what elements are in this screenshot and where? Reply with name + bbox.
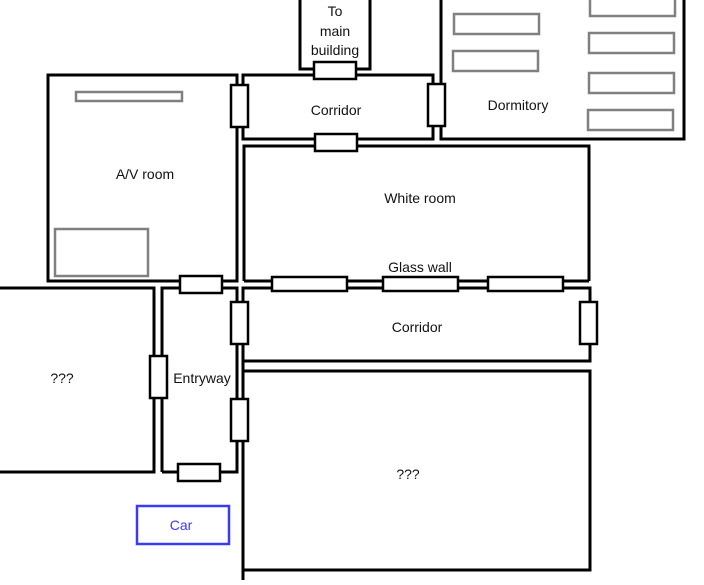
door-corridor-east[interactable]	[578, 300, 599, 346]
to-main-building-label-line2: main	[320, 23, 350, 39]
white-room-walls	[242, 144, 591, 281]
white-room-label: White room	[384, 190, 456, 206]
dormitory-bed-4	[587, 31, 676, 55]
room-to-main-building[interactable]: To main building	[298, 0, 372, 71]
room-unknown-bottom[interactable]: ???	[241, 369, 592, 572]
dormitory-bed-2	[451, 49, 540, 73]
glass-wall-pane-1	[270, 275, 349, 293]
door-av-entryway[interactable]	[178, 274, 224, 295]
corridor-middle-label: Corridor	[392, 319, 443, 335]
room-unknown-left[interactable]: ???	[0, 286, 156, 474]
glass-wall-pane-2	[381, 275, 460, 293]
room-dormitory[interactable]: Dormitory	[439, 0, 686, 141]
dormitory-bed-1	[452, 12, 541, 36]
car[interactable]: Car	[135, 504, 231, 546]
entryway-label: Entryway	[173, 370, 231, 386]
dormitory-bed-5	[587, 71, 676, 95]
door-white-room[interactable]	[313, 132, 359, 153]
unknown-bottom-label: ???	[396, 466, 420, 482]
av-room-label: A/V room	[116, 166, 174, 182]
glass-wall-pane-3	[486, 275, 565, 293]
door-main-building[interactable]	[312, 60, 358, 81]
room-av[interactable]: A/V room	[46, 73, 239, 283]
car-box	[135, 504, 231, 546]
door-dormitory[interactable]	[426, 82, 447, 128]
dormitory-bed-6	[586, 108, 675, 132]
door-entryway-exterior[interactable]	[176, 462, 222, 483]
room-corridor-middle[interactable]: Corridor	[241, 286, 592, 363]
unknown-bottom-walls	[241, 369, 592, 572]
doors	[148, 60, 599, 483]
unknown-left-walls	[0, 286, 156, 474]
door-entryway-unknown-left[interactable]	[148, 354, 169, 400]
unknown-left-label: ???	[50, 370, 74, 386]
glass-wall-label: Glass wall	[388, 259, 452, 275]
room-corridor-top[interactable]: Corridor	[241, 73, 435, 141]
to-main-building-label-line3: building	[311, 42, 359, 58]
dormitory-bed-3	[588, 0, 677, 18]
dormitory-walls	[439, 0, 686, 141]
dormitory-label: Dormitory	[488, 97, 549, 113]
door-av-corridor[interactable]	[229, 83, 250, 129]
av-room-console	[53, 227, 150, 278]
av-room-walls	[46, 73, 239, 283]
door-entryway-corridor[interactable]	[229, 300, 250, 346]
to-main-building-label-line1: To	[328, 3, 343, 19]
door-entryway-unknown-bottom[interactable]	[229, 397, 250, 443]
room-white[interactable]: White room Glass wall	[242, 144, 591, 283]
av-room-screen	[74, 90, 184, 103]
car-label: Car	[170, 517, 193, 533]
corridor-top-label: Corridor	[311, 102, 362, 118]
